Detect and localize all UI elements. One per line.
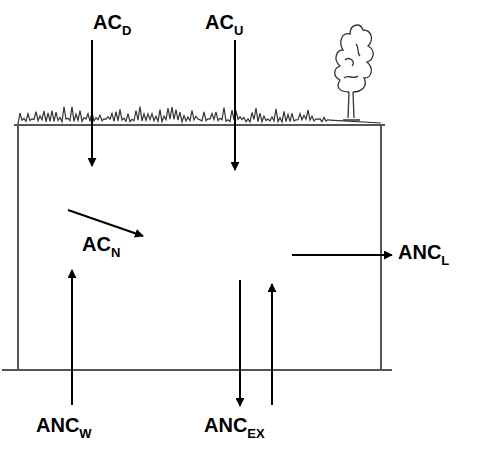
flux-symbol: ANC bbox=[204, 414, 247, 436]
tree-trunk bbox=[343, 92, 360, 120]
tree-sketch bbox=[335, 25, 373, 120]
deposition-arrow bbox=[91, 40, 93, 166]
flux-arrows bbox=[68, 40, 392, 406]
weathering-arrow bbox=[71, 270, 73, 405]
flux-label: ACD bbox=[93, 10, 131, 37]
tree-crown bbox=[335, 25, 373, 92]
exchange-down-arrow bbox=[239, 280, 241, 406]
soil-box bbox=[2, 125, 392, 370]
flux-symbol: AC bbox=[205, 11, 234, 33]
flux-symbol: ANC bbox=[36, 414, 79, 436]
leaching-arrow bbox=[292, 254, 392, 256]
flux-label: ACU bbox=[205, 10, 243, 37]
flux-label: ANCL bbox=[398, 240, 449, 267]
flux-label: ANCW bbox=[36, 413, 92, 440]
box-left-wall bbox=[17, 125, 19, 370]
flux-subscript: EX bbox=[247, 426, 264, 441]
flux-label: ANCEX bbox=[204, 413, 265, 440]
flux-symbol: ANC bbox=[398, 241, 441, 263]
ground-line bbox=[14, 124, 385, 126]
flux-subscript: D bbox=[122, 23, 131, 38]
flux-subscript: W bbox=[79, 426, 91, 441]
exchange-up-arrow bbox=[271, 284, 273, 405]
flux-symbol: AC bbox=[82, 233, 111, 255]
flux-subscript: U bbox=[234, 23, 243, 38]
tree-detail bbox=[344, 44, 360, 78]
box-right-wall bbox=[380, 125, 382, 370]
box-bottom-line bbox=[2, 369, 392, 371]
flux-subscript: N bbox=[111, 245, 120, 260]
grass-sketch bbox=[18, 107, 381, 124]
flux-symbol: AC bbox=[93, 11, 122, 33]
flux-subscript: L bbox=[441, 253, 449, 268]
flux-label: ACN bbox=[82, 232, 120, 259]
nitrogen-arrow bbox=[68, 210, 143, 236]
grass-line bbox=[18, 107, 381, 124]
uptake-arrow bbox=[234, 40, 236, 170]
